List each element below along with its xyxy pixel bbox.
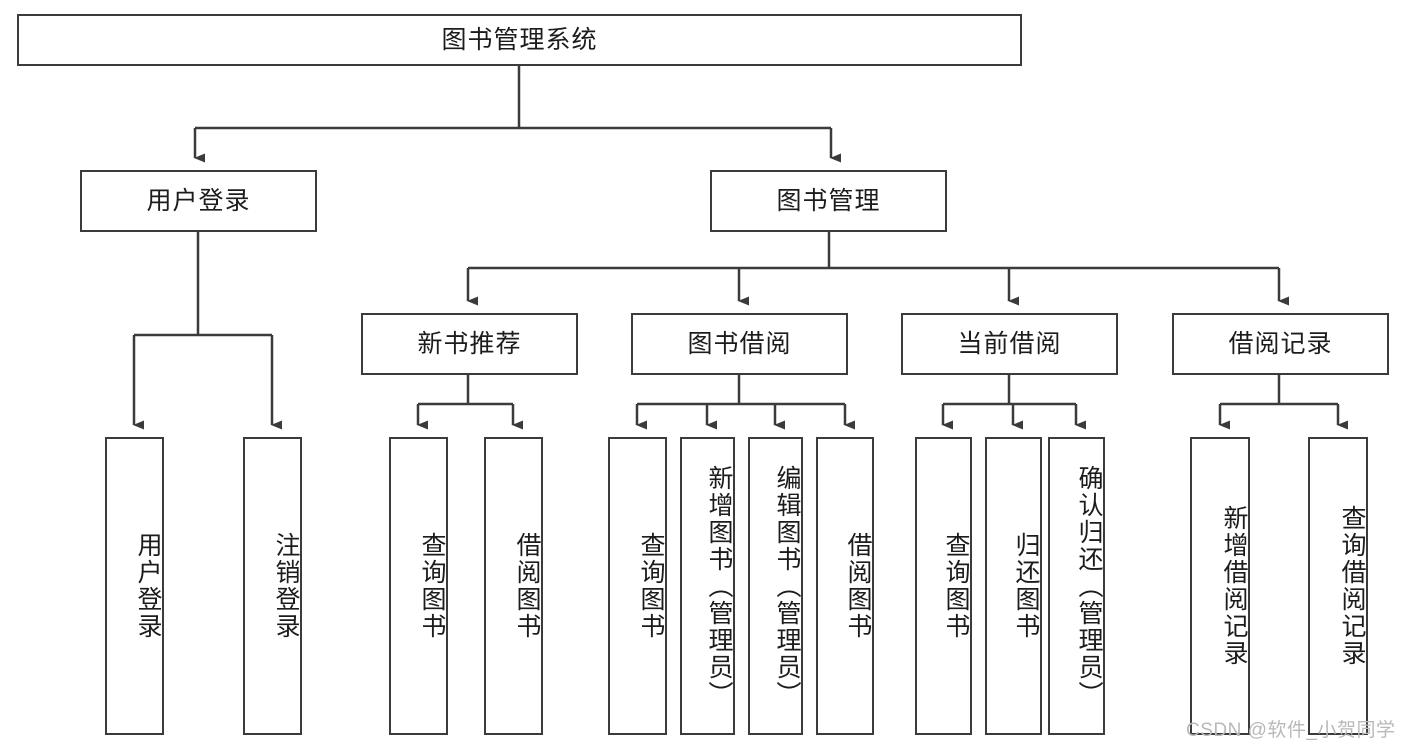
leaf-label: 借阅图书 xyxy=(844,532,872,640)
node-leaf-new-book-query[interactable]: 查询图书 xyxy=(389,437,448,735)
leaf-label: 查询借阅记录 xyxy=(1338,505,1366,667)
node-book-management[interactable]: 图书管理 xyxy=(710,170,947,232)
leaf-label: 用户登录 xyxy=(134,532,162,640)
node-leaf-borrow-add[interactable]: 新增图书（管理员） xyxy=(680,437,735,735)
leaf-label: 新增图书（管理员） xyxy=(705,464,733,708)
leaf-label: 新增借阅记录 xyxy=(1220,505,1248,667)
leaf-label: 查询图书 xyxy=(418,532,446,640)
node-leaf-current-return[interactable]: 归还图书 xyxy=(985,437,1042,735)
leaf-label: 查询图书 xyxy=(942,532,970,640)
node-user-login[interactable]: 用户登录 xyxy=(80,170,317,232)
node-leaf-current-confirm-return[interactable]: 确认归还（管理员） xyxy=(1048,437,1105,735)
node-leaf-record-add[interactable]: 新增借阅记录 xyxy=(1190,437,1250,735)
node-current-borrow[interactable]: 当前借阅 xyxy=(901,313,1118,375)
node-leaf-borrow-query[interactable]: 查询图书 xyxy=(608,437,667,735)
leaf-label: 归还图书 xyxy=(1012,532,1040,640)
node-leaf-user-login-login[interactable]: 用户登录 xyxy=(105,437,164,735)
node-root-system[interactable]: 图书管理系统 xyxy=(17,14,1022,66)
node-book-borrow[interactable]: 图书借阅 xyxy=(631,313,848,375)
node-new-book-recommend[interactable]: 新书推荐 xyxy=(361,313,578,375)
node-leaf-record-query[interactable]: 查询借阅记录 xyxy=(1308,437,1368,735)
leaf-label: 借阅图书 xyxy=(513,532,541,640)
leaf-label: 注销登录 xyxy=(272,532,300,640)
csdn-watermark: CSDN @软件_小贺同学 xyxy=(1186,720,1396,741)
node-leaf-current-query[interactable]: 查询图书 xyxy=(915,437,972,735)
node-leaf-borrow-edit[interactable]: 编辑图书（管理员） xyxy=(748,437,803,735)
node-leaf-user-login-logout[interactable]: 注销登录 xyxy=(243,437,302,735)
node-leaf-borrow-borrow[interactable]: 借阅图书 xyxy=(816,437,874,735)
node-borrow-record[interactable]: 借阅记录 xyxy=(1172,313,1389,375)
leaf-label: 查询图书 xyxy=(637,532,665,640)
node-leaf-new-book-borrow[interactable]: 借阅图书 xyxy=(484,437,543,735)
leaf-label: 编辑图书（管理员） xyxy=(773,464,801,708)
leaf-label: 确认归还（管理员） xyxy=(1075,464,1103,708)
